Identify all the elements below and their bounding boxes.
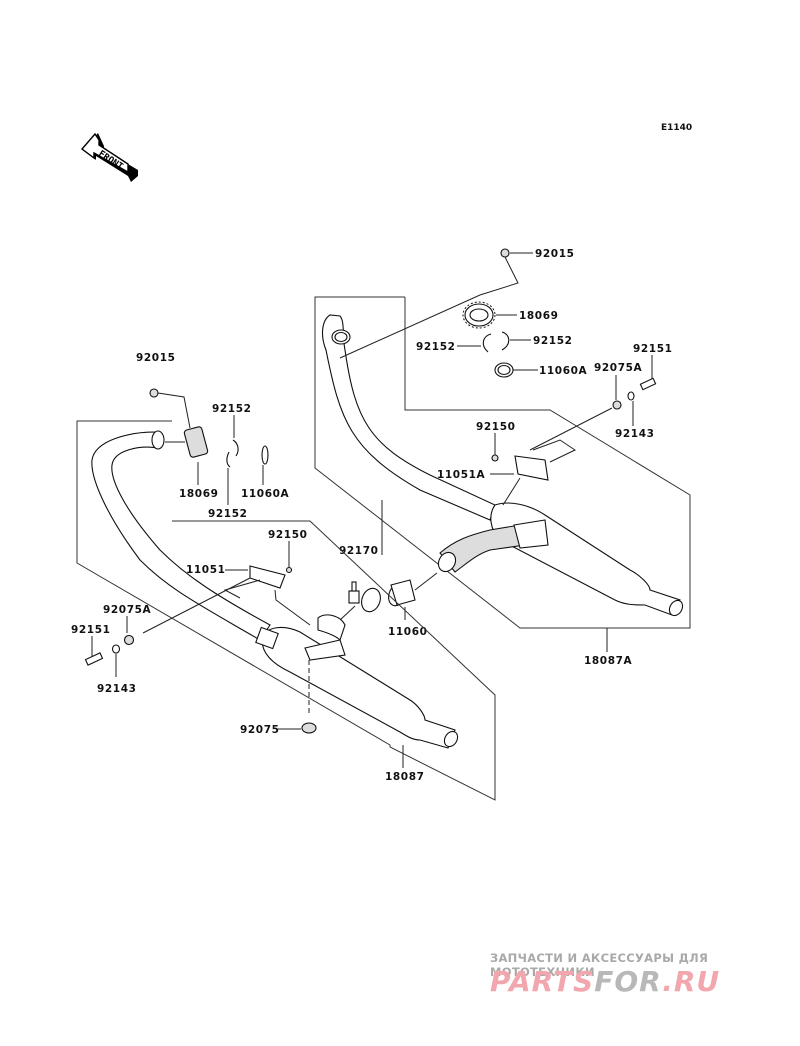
watermark-logo-ru: .RU [662,965,721,998]
l-92151-bolt-icon [84,652,104,666]
label-r-18069: 18069 [519,310,559,322]
l-92075-grommet-icon [301,722,317,734]
left-muffler-assembly: 92015 18069 92152 92152 11060A 92150 110… [71,352,496,801]
r-11051A-bracket-icon [514,455,549,481]
label-r-92015: 92015 [535,248,575,260]
front-arrow-icon: FRONT [80,132,138,182]
r-92143-washer-icon [627,391,635,401]
label-l-92075A: 92075A [103,604,152,616]
left-assembly-frame [76,420,496,801]
r-92075A-nut-icon [612,400,622,410]
left-muffler-tip [443,730,459,748]
right-muffler-body [490,502,681,616]
left-header-pipe-end [151,430,165,450]
label-l-92152-top: 92152 [212,403,252,415]
r-92151-bolt-icon [639,377,657,391]
middle-clamp-parts: 11060 [339,572,438,638]
label-l-11051: 11051 [186,564,226,576]
l-18069-gasket-icon [183,426,209,458]
label-r-11051A: 11051A [437,469,486,481]
label-l-92015: 92015 [136,352,176,364]
label-r-18087A: 18087A [584,655,633,667]
r-92015-nut-icon [500,248,510,258]
right-assembly-frame [314,296,691,629]
left-muffler-bracket [304,639,346,661]
label-l-92143: 92143 [97,683,137,695]
r-92150-bolt-icon [491,454,499,462]
l-92150-bolt-icon [285,566,293,574]
label-r-92150: 92150 [476,421,516,433]
l-11051-bracket-icon [249,565,286,589]
label-l-92150: 92150 [268,529,308,541]
label-r-92170: 92170 [339,545,379,557]
label-11060: 11060 [388,626,428,638]
label-l-92151: 92151 [71,624,111,636]
diagram-code: E1140 [661,123,692,133]
right-muffler-assembly: 92015 18069 92152 92152 11060A 92151 920… [314,248,691,667]
watermark-tagline: ЗАПЧАСТИ И АКСЕССУАРЫ ДЛЯ МОТОТЕХНИКИ [490,951,709,979]
92170-clamp-bolt [348,590,360,604]
right-muffler-tip [668,599,684,617]
left-muffler-joint [255,626,279,650]
watermark-logo-parts: PARTS [490,965,595,998]
label-l-18069: 18069 [179,488,219,500]
right-muffler-bracket [513,519,549,549]
label-l-92075: 92075 [240,724,280,736]
label-l-92152-bottom: 92152 [208,508,248,520]
label-r-11060A: 11060A [539,365,588,377]
92170-clamp-icon [361,587,381,613]
label-r-92151: 92151 [633,343,673,355]
label-r-92075A: 92075A [594,362,643,374]
r-18069-gasket-icon [462,301,496,329]
r-92152-retainer-right-icon [501,331,510,351]
watermark-logo[interactable]: PARTSFOR.RU [490,965,720,998]
label-r-92152-right: 92152 [533,335,573,347]
l-92152-retainer-top-icon [232,439,239,457]
l-92143-washer-icon [111,644,121,654]
r-92152-retainer-left-icon [482,333,492,353]
l-11060A-ring-icon [261,445,269,465]
l-92152-retainer-bottom-icon [226,451,231,468]
label-l-11060A: 11060A [241,488,290,500]
label-l-18087: 18087 [385,771,425,783]
l-92015-nut-icon [149,388,159,398]
label-r-92143: 92143 [615,428,655,440]
label-r-92152-left: 92152 [416,341,456,353]
l-92075A-nut-icon [123,634,135,646]
watermark-logo-for: FOR [594,965,663,998]
